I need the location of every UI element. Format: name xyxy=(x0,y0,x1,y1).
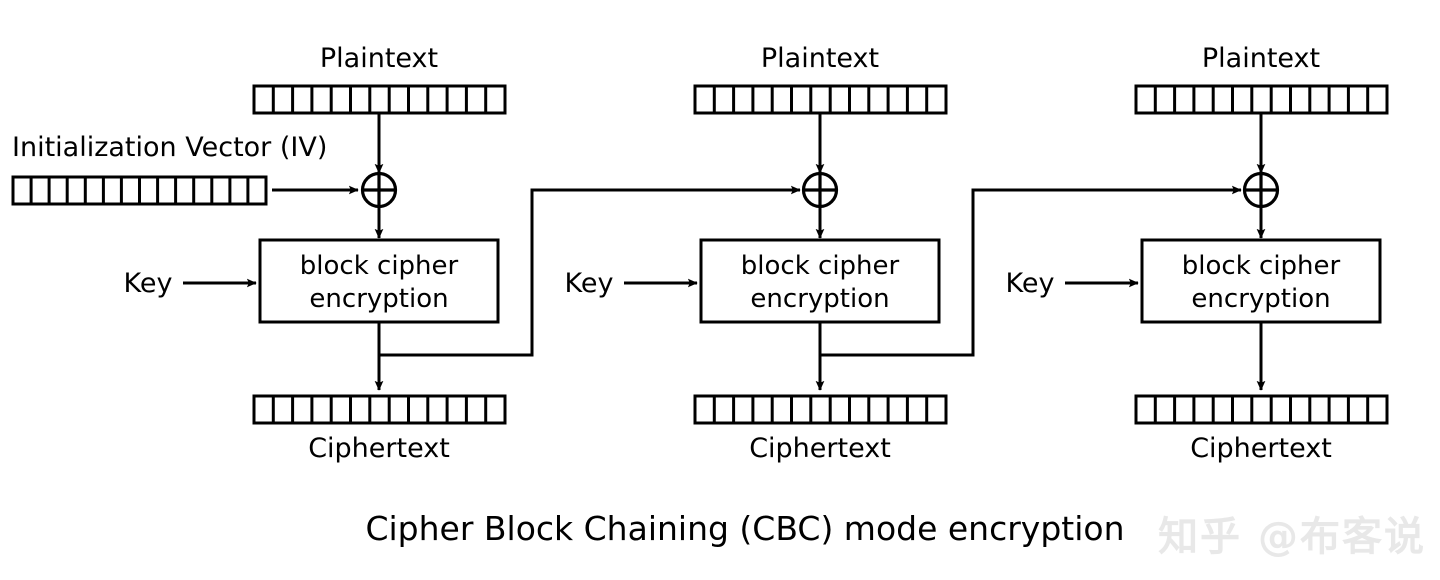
stage-3: Plaintext xyxy=(1006,43,1389,464)
iv-label: Initialization Vector (IV) xyxy=(12,132,327,163)
block-cipher-box-2[interactable] xyxy=(699,238,941,324)
plaintext-bits-3 xyxy=(1134,84,1389,115)
block-cipher-label-2-line1: block cipher xyxy=(741,251,900,281)
stage-2: Plaintext xyxy=(565,43,1242,464)
ciphertext-label-3: Ciphertext xyxy=(1190,433,1332,464)
plaintext-bits-2 xyxy=(693,84,948,115)
ciphertext-label-2: Ciphertext xyxy=(749,433,891,464)
plaintext-label-1: Plaintext xyxy=(320,43,438,74)
plaintext-bits-1 xyxy=(252,84,507,115)
block-cipher-label-2-line2: encryption xyxy=(750,284,889,314)
ciphertext-bits-3 xyxy=(1134,394,1389,425)
xor-gate-2 xyxy=(801,171,839,209)
block-cipher-label-1-line2: encryption xyxy=(309,284,448,314)
block-cipher-label-1-line1: block cipher xyxy=(300,251,459,281)
key-label-3: Key xyxy=(1006,268,1055,299)
iv-bits xyxy=(11,175,268,206)
block-cipher-label-3-line2: encryption xyxy=(1191,284,1330,314)
xor-gate-3 xyxy=(1242,171,1280,209)
stage-1: Plaintext Initializ xyxy=(11,43,801,464)
block-cipher-label-3-line1: block cipher xyxy=(1182,251,1341,281)
ciphertext-bits-1 xyxy=(252,394,507,425)
key-label-1: Key xyxy=(124,268,173,299)
key-label-2: Key xyxy=(565,268,614,299)
chain-wire-1-to-2 xyxy=(379,185,801,357)
diagram-title: Cipher Block Chaining (CBC) mode encrypt… xyxy=(365,509,1124,548)
ciphertext-bits-2 xyxy=(693,394,948,425)
ciphertext-label-1: Ciphertext xyxy=(308,433,450,464)
plaintext-label-3: Plaintext xyxy=(1202,43,1320,74)
plaintext-label-2: Plaintext xyxy=(761,43,879,74)
block-cipher-box-3[interactable] xyxy=(1140,238,1382,324)
chain-wire-2-to-3 xyxy=(820,185,1242,357)
xor-gate-1 xyxy=(360,171,398,209)
